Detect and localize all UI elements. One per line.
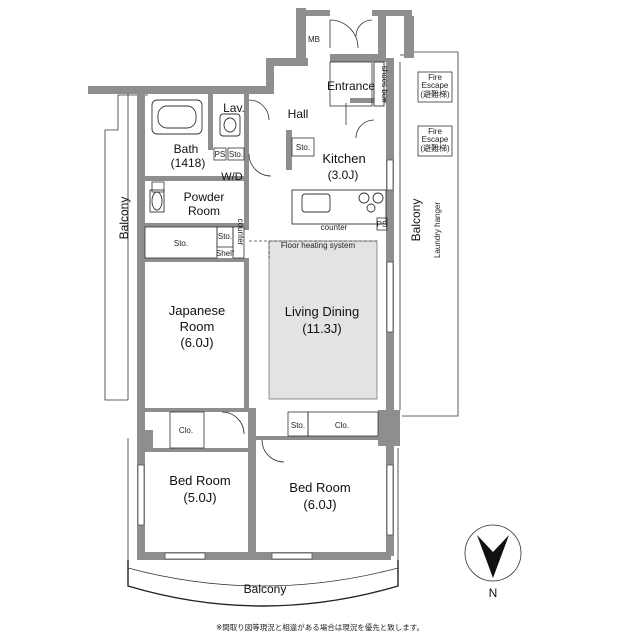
- compass-rose: [464, 524, 522, 582]
- japanese-room-size-label: (6.0J): [180, 335, 213, 350]
- balcony-left-label: Balcony: [117, 197, 131, 240]
- japanese-room-label-line2: Room: [180, 319, 215, 334]
- ps-kitchen-label: PS: [377, 220, 388, 229]
- clo-left-label: Clo.: [179, 426, 193, 435]
- footer-note: ※間取り図等現況と相違がある場合は現況を優先と致します。: [215, 623, 425, 632]
- sto-bed2-label: Sto.: [291, 421, 305, 430]
- entrance-label: Entrance: [327, 79, 375, 93]
- japanese-room-label-line1: Japanese: [169, 303, 225, 318]
- lav-label: Lav.: [223, 101, 245, 115]
- fire-escape-1-label-line2: Escape: [422, 81, 449, 90]
- sto-hall-label: Sto.: [296, 143, 310, 152]
- hall-label: Hall: [288, 107, 309, 121]
- sto-small-label: Sto.: [218, 232, 232, 241]
- fire-escape-1-label-line3: (避難梯): [420, 89, 450, 99]
- shelf-label: Shelf: [216, 249, 235, 258]
- mb-label: MB: [308, 35, 320, 44]
- balcony-right-label: Balcony: [409, 199, 423, 242]
- entrance-steps: [329, 61, 385, 125]
- balcony-bottom-label: Balcony: [244, 582, 287, 596]
- fire-escape-2-label-line3: (避難梯): [420, 143, 450, 153]
- bed-room-1-name-label: Bed Room: [169, 473, 230, 488]
- bathtub: [151, 99, 203, 135]
- powder-room-label-line2: Room: [188, 204, 220, 218]
- bed-room-2-name-label: Bed Room: [289, 480, 350, 495]
- balcony-left-outline: [104, 94, 148, 401]
- kitchen-name-label: Kitchen: [322, 151, 365, 166]
- fire-escape-2-label-line2: Escape: [422, 135, 449, 144]
- balcony-bottom-outline: [127, 438, 399, 607]
- sto-bath-label: Sto.: [229, 150, 243, 159]
- sto-left-label: Sto.: [174, 239, 188, 248]
- bed-room-2-size-label: (6.0J): [303, 497, 336, 512]
- bed-room-1-size-label: (5.0J): [183, 490, 216, 505]
- ps-bath-label: PS: [215, 150, 226, 159]
- wd-label: W/D: [221, 171, 242, 183]
- counter-vertical-label: counter: [236, 219, 245, 246]
- bath-name-label: Bath: [174, 142, 199, 156]
- toilet: [149, 189, 165, 213]
- floor-heating-label: Floor heating system: [281, 241, 356, 250]
- windows: [137, 159, 394, 560]
- powder-room-label-line1: Powder: [184, 190, 225, 204]
- fire-escape-2-label-line1: Fire: [428, 127, 442, 136]
- living-dining-size-label: (11.3J): [302, 321, 342, 336]
- doors: [221, 19, 377, 463]
- living-dining-floor: [268, 240, 378, 400]
- fire-escape-1-label-line1: Fire: [428, 73, 442, 82]
- clo-right-label: Clo.: [335, 421, 349, 430]
- compass-north-label: N: [489, 586, 498, 600]
- washbasin: [219, 113, 241, 137]
- laundry-hanger-label: Laundry hanger: [433, 202, 442, 258]
- bath-size-label: (1418): [171, 156, 206, 170]
- shoes-box-label: shoes box: [380, 66, 389, 102]
- kitchen-counter: [291, 189, 387, 225]
- storage-boxes: [144, 71, 453, 449]
- kitchen-size-label: (3.0J): [328, 168, 359, 182]
- living-dining-name-label: Living Dining: [285, 304, 359, 319]
- kitchen-counter-label: counter: [321, 223, 348, 232]
